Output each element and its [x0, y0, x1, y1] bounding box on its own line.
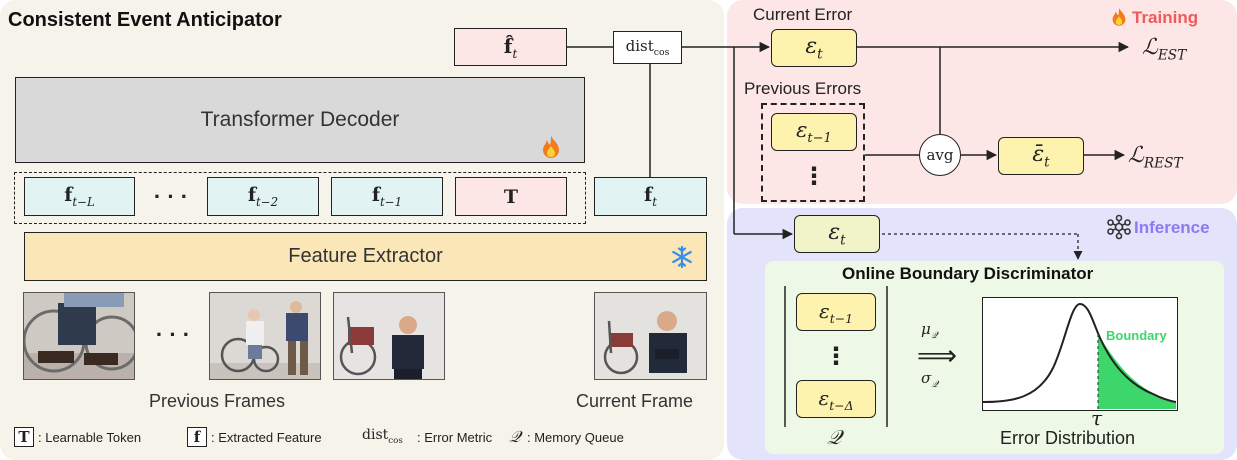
previous-frame-3 — [333, 292, 445, 380]
previous-error-box: εt−1 — [771, 113, 857, 151]
loss-est-label: ℒEST — [1142, 35, 1187, 64]
previous-frame-2 — [209, 292, 321, 380]
feature-extractor-label: Feature Extractor — [288, 245, 443, 267]
inference-network-icon — [1106, 214, 1132, 240]
frozen-snowflake-icon — [670, 245, 694, 269]
legend-queue-symbol: 𝒬 — [509, 427, 521, 446]
queue-top-error-box: εt−1 — [796, 293, 876, 331]
current-error-label: Current Error — [753, 5, 853, 24]
legend-feature-symbol: f — [187, 427, 207, 447]
previous-errors-label: Previous Errors — [744, 79, 862, 98]
predicted-feature-box: f̂t — [454, 28, 567, 66]
previous-frame-1 — [23, 292, 135, 380]
error-distribution-label: Error Distribution — [1000, 428, 1136, 448]
transformer-decoder-box: Transformer Decoder — [15, 77, 585, 163]
legend-token-symbol: T — [14, 427, 34, 447]
average-error-box: ε̄t — [998, 137, 1084, 175]
previous-errors-vdots: ⋮ — [802, 162, 826, 190]
frames-ellipsis: · · · — [155, 322, 191, 347]
queue-bottom-error-box: εt−Δ — [796, 380, 876, 418]
cosine-distance-box: distcos — [613, 31, 682, 64]
legend-queue-text: : Memory Queue — [527, 430, 624, 445]
legend: T : Learnable Token f : Extracted Featur… — [12, 425, 712, 451]
legend-feature-text: : Extracted Feature — [211, 430, 322, 445]
implies-arrow: ⟹ — [916, 338, 958, 372]
feature-token-t-minus-L: ft−L — [24, 177, 135, 216]
loss-rest-label: ℒREST — [1128, 143, 1183, 172]
cea-title: Consistent Event Anticipator — [8, 9, 282, 31]
training-flame-icon — [1111, 7, 1127, 27]
tau-label: τ — [1091, 406, 1103, 430]
training-label: Training — [1132, 8, 1199, 27]
obd-title: Online Boundary Discriminator — [842, 264, 1094, 283]
sigma-label: σ𝒬 — [921, 369, 938, 390]
legend-token-text: : Learnable Token — [38, 430, 142, 445]
legend-metric-symbol: distcos — [362, 427, 403, 446]
memory-queue-label: 𝒬 — [827, 425, 842, 449]
inference-label: Inference — [1134, 218, 1210, 237]
legend-metric-text: : Error Metric — [417, 430, 493, 445]
feature-token-t-minus-2: ft−2 — [207, 177, 319, 216]
trainable-flame-icon — [541, 135, 561, 159]
previous-frames-label: Previous Frames — [149, 391, 286, 411]
inference-error-box: εt — [794, 215, 880, 253]
mu-label: μ𝒬 — [921, 320, 938, 341]
boundary-label: Boundary — [1106, 328, 1167, 343]
error-distribution-plot — [982, 297, 1178, 411]
token-ellipsis: · · · — [153, 184, 189, 209]
consistent-event-anticipator-panel — [0, 0, 724, 460]
current-frame-label: Current Frame — [576, 391, 694, 411]
transformer-decoder-label: Transformer Decoder — [200, 108, 400, 131]
learnable-token: T — [455, 177, 567, 216]
feature-token-t-minus-1: ft−1 — [331, 177, 443, 216]
avg-node: avg — [919, 134, 961, 176]
current-frame-image — [594, 292, 707, 380]
queue-vdots: ⋮ — [824, 342, 848, 370]
current-error-box: εt — [771, 29, 857, 67]
previous-errors-container — [761, 103, 865, 202]
current-feature-box: ft — [594, 177, 707, 216]
feature-extractor-box: Feature Extractor — [24, 232, 707, 281]
input-token-sequence — [14, 172, 586, 224]
